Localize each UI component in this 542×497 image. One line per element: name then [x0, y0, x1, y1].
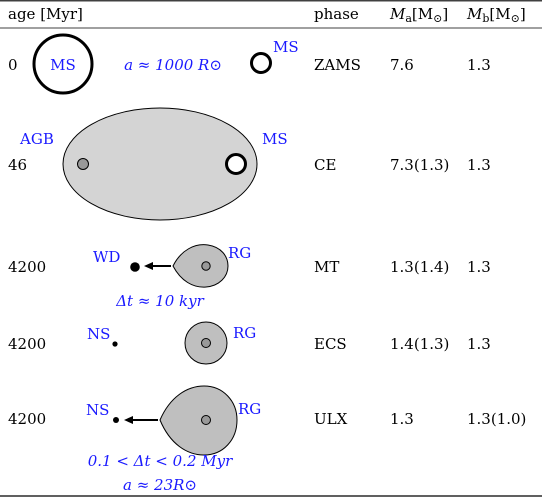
row-mass-a: 1.3 — [390, 410, 414, 428]
row-mass-b: 1.3 — [467, 56, 491, 74]
row-ulx: 4200 NS RG 0.1 < Δt < 0.2 Myr a ≈ 23R⊙ U… — [8, 385, 526, 494]
star-label: MS — [262, 130, 288, 148]
row-mass-b: 1.3(1.0) — [467, 410, 526, 428]
timescale-note: 0.1 < Δt < 0.2 Myr — [88, 452, 233, 470]
timescale-note: Δt ≈ 10 kyr — [115, 292, 204, 310]
row-mass-b: 1.3 — [467, 156, 491, 174]
star-label: NS — [86, 401, 109, 419]
row-mt: 4200 WD RG Δt ≈ 10 kyr MT 1.3(1.4) 1.3 — [8, 244, 491, 310]
star-label: AGB — [19, 130, 54, 148]
rg-core — [201, 261, 211, 271]
agb-core — [77, 158, 89, 170]
row-mass-b: 1.3 — [467, 258, 491, 276]
common-envelope — [62, 107, 258, 221]
separation-note: a ≈ 1000 R⊙ — [124, 56, 222, 74]
header-mass-a: Ma[M⊙] — [389, 5, 448, 25]
row-mass-a: 7.6 — [390, 56, 414, 74]
row-mass-a: 7.3(1.3) — [390, 156, 449, 174]
row-ecs: 4200 NS RG ECS 1.4(1.3) 1.3 — [8, 321, 491, 365]
row-age: 4200 — [8, 258, 46, 276]
arrow-head — [124, 416, 133, 424]
row-mass-b: 1.3 — [467, 335, 491, 353]
star-label: NS — [87, 325, 110, 343]
neutron-star — [112, 341, 118, 347]
ms-star-secondary — [250, 52, 272, 74]
rg-core — [201, 338, 211, 348]
row-phase: MT — [314, 258, 339, 276]
row-ce: AGB 46 MS CE 7.3(1.3) 1.3 — [8, 107, 491, 221]
arrow-head — [144, 262, 153, 270]
red-giant-roche — [172, 244, 229, 288]
row-zams: 0 MS a ≈ 1000 R⊙ MS ZAMS 7.6 1.3 — [8, 33, 491, 95]
row-phase: ECS — [314, 335, 347, 353]
ms-star-primary — [32, 33, 94, 95]
white-dwarf — [130, 262, 140, 272]
star-label: RG — [228, 244, 251, 262]
ms-star-secondary — [225, 153, 247, 175]
star-label: MS — [50, 56, 76, 74]
row-age: 0 — [8, 56, 18, 74]
star-label: WD — [93, 248, 120, 266]
rg-core — [201, 415, 211, 425]
row-age: 4200 — [8, 335, 46, 353]
neutron-star — [113, 417, 119, 423]
row-age: 46 — [8, 156, 27, 174]
header-age: age [Myr] — [8, 5, 83, 23]
row-phase: CE — [314, 156, 336, 174]
row-phase: ULX — [314, 410, 348, 428]
row-mass-a: 1.3(1.4) — [390, 258, 449, 276]
row-mass-a: 1.4(1.3) — [390, 335, 449, 353]
red-giant-roche — [159, 385, 238, 456]
star-label: RG — [233, 324, 256, 342]
separation-note: a ≈ 23R⊙ — [123, 476, 197, 494]
header-phase: phase — [314, 5, 359, 23]
header-mass-b: Mb[M⊙] — [466, 5, 526, 25]
star-label: MS — [273, 38, 299, 56]
star-label: RG — [238, 400, 261, 418]
row-age: 4200 — [8, 410, 46, 428]
row-phase: ZAMS — [314, 56, 361, 74]
